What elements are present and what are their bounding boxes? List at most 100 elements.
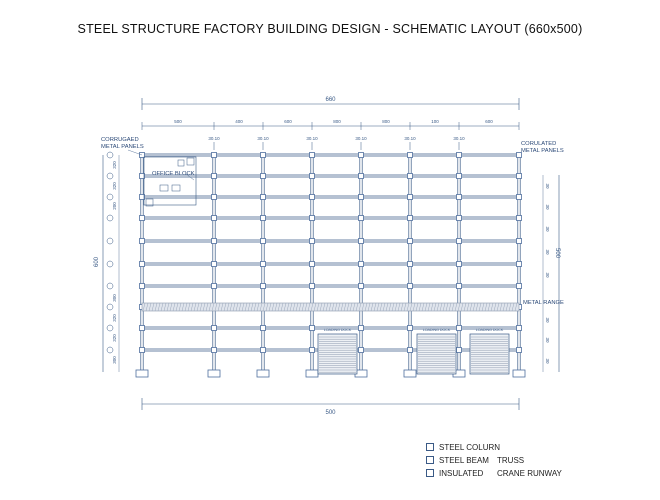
office-fixture [145,198,154,207]
crane-runway-hatch [145,302,149,312]
crane-runway-hatch [196,302,200,312]
row-dimension-label: 30 [545,183,550,189]
steel-column-node [456,194,462,200]
crane-runway-hatch [244,302,248,312]
row-dimension-label: 30 [545,337,550,343]
steel-column-node [456,215,462,221]
crane-runway-hatch [229,302,233,312]
grid-bubble-marker [106,151,114,159]
column-base-plate [512,369,526,378]
crane-runway-hatch [268,302,272,312]
crane-runway-hatch [187,302,191,312]
crane-runway-hatch [388,302,392,312]
crane-runway-hatch [178,302,182,312]
steel-column-node [516,283,522,289]
crane-runway-hatch [502,302,506,312]
steel-column-node [260,283,266,289]
crane-runway-hatch [340,302,344,312]
crane-runway-hatch [160,302,164,312]
bay-dimension-label: 600 [284,119,292,124]
crane-runway-hatch [280,302,284,312]
crane-runway-hatch [415,302,419,312]
steel-column-node [260,152,266,158]
crane-runway-hatch [253,302,257,312]
crane-runway-hatch [355,302,359,312]
crane-runway-hatch [361,302,365,312]
crane-runway-hatch [469,302,473,312]
crane-runway-hatch [292,302,296,312]
crane-runway-hatch [205,302,209,312]
steel-column-node [456,173,462,179]
crane-runway-hatch [364,302,368,312]
steel-column-node [260,194,266,200]
crane-runway-hatch [484,302,488,312]
steel-column-node [139,173,145,179]
corrugated-left-label-line2: METAL PANELS [101,144,144,150]
crane-runway-hatch [283,302,287,312]
row-dimension-label: 30 [545,358,550,364]
crane-runway-hatch [391,302,395,312]
grid-bubble-marker [106,346,114,354]
legend-row-steel-column: STEEL COLURN [426,441,562,454]
column-base-plate [207,369,221,378]
crane-runway-hatch [454,302,458,312]
steel-column-node [309,261,315,267]
page-title: STEEL STRUCTURE FACTORY BUILDING DESIGN … [77,22,583,36]
crane-runway-hatch [349,302,353,312]
steel-column-node [407,261,413,267]
crane-runway-hatch [295,302,299,312]
corrugated-left-leader [127,149,143,156]
crane-runway-hatch [397,302,401,312]
overall-bottom-dimension-label: 500 [325,410,336,416]
crane-runway-hatch [451,302,455,312]
crane-runway-hatch [310,302,314,312]
steel-column-node [456,283,462,289]
crane-runway-hatch [247,302,251,312]
crane-runway-hatch [262,302,266,312]
steel-column-node [516,325,522,331]
loading-dock-label: LOADING DOCK [423,328,451,332]
crane-runway-hatch [508,302,512,312]
crane-runway-hatch [370,302,374,312]
steel-column-node [309,325,315,331]
row-dimension-label: 30 [545,226,550,232]
column-tick-label: 30.10 [208,136,220,141]
steel-column-node [407,238,413,244]
crane-runway-hatch [496,302,500,312]
legend-extra: TRUSS [497,456,525,465]
steel-column-node [516,173,522,179]
row-dimension-label: 320 [112,314,117,322]
office-block-leader [185,173,195,181]
steel-column-node [358,194,364,200]
bay-dimension-label: 800 [333,119,341,124]
steel-column-node [516,261,522,267]
loading-dock-label: LOADING DOCK [476,328,504,332]
crane-runway-hatch [220,302,224,312]
row-dimension-label: 300 [112,294,117,302]
crane-runway-hatch [373,302,377,312]
crane-runway-hatch [286,302,290,312]
steel-column-node [211,347,217,353]
steel-column-node [139,261,145,267]
steel-column-node [309,152,315,158]
crane-runway-hatch [376,302,380,312]
crane-runway-hatch [304,302,308,312]
crane-runway-hatch [499,302,503,312]
column-tick-label: 30.10 [355,136,367,141]
steel-column-node [139,325,145,331]
crane-runway-hatch [418,302,422,312]
crane-runway-hatch [271,302,275,312]
crane-runway-hatch [412,302,416,312]
crane-runway-hatch [466,302,470,312]
column-tick-label: 30.10 [453,136,465,141]
grid-bubble-marker [106,282,114,290]
steel-column-node [211,283,217,289]
loading-dock-door [416,333,457,375]
crane-runway-hatch [151,302,155,312]
steel-column-node [516,194,522,200]
crane-runway-hatch [421,302,425,312]
overall-top-dimension-label: 660 [325,97,336,103]
